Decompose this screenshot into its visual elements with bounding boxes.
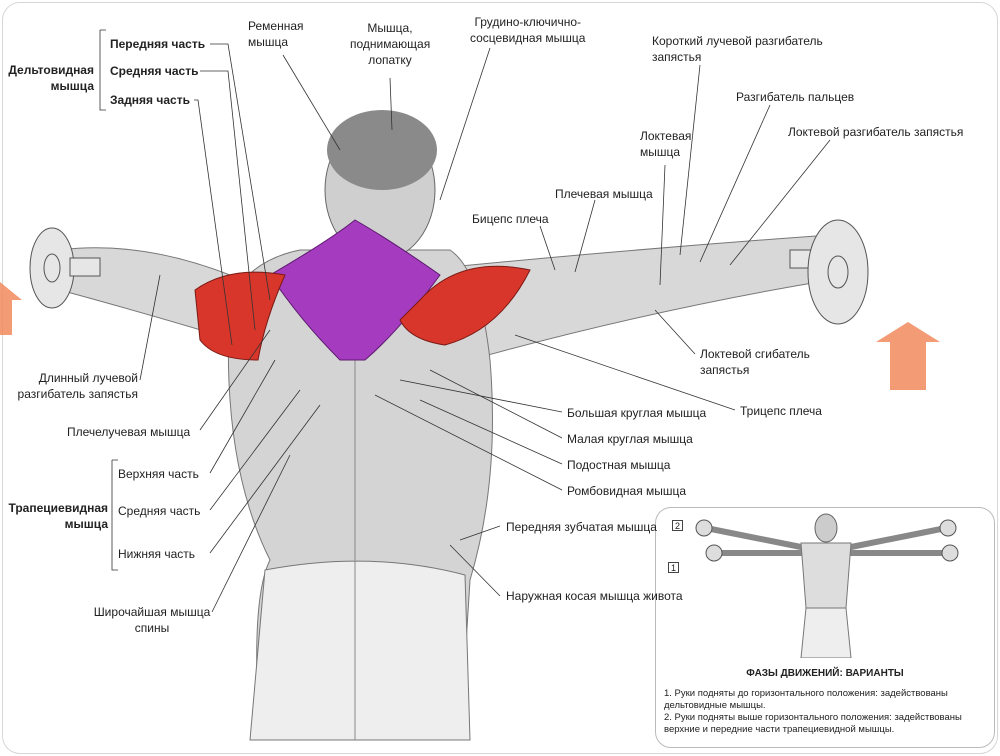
label-deltoid: Дельтовидная мышца <box>8 63 94 93</box>
left-dumbbell <box>29 227 101 309</box>
phase-1-badge: 1 <box>668 562 679 573</box>
label-brachioradialis: Плечелучевая мышца <box>67 425 191 439</box>
movement-phases-inset: 2 1 ФАЗЫ ДВИЖЕНИЙ: ВАРИАНТЫ 1. Руки подн… <box>655 507 995 748</box>
label-infraspinatus: Подостная мышца <box>567 458 671 472</box>
note-1: 1. Руки подняты до горизонтального полож… <box>664 688 948 711</box>
label-trap-middle: Средняя часть <box>118 504 201 518</box>
label-teres-minor: Малая круглая мышца <box>567 432 693 446</box>
label-lats: Широчайшая мышца спины <box>93 605 211 635</box>
label-brachialis: Плечевая мышца <box>555 187 653 201</box>
label-ecrb: Короткий лучевой разгибатель запястья <box>652 34 823 64</box>
label-deltoid-middle: Средняя часть <box>110 64 199 78</box>
phase-2-badge: 2 <box>672 520 683 531</box>
label-levator-scapulae: Мышца, поднимающая лопатку <box>350 21 431 67</box>
label-ecrl: Длинный лучевой разгибатель запястья <box>17 371 138 401</box>
left-deltoid-muscle <box>194 271 286 361</box>
label-deltoid-front: Передняя часть <box>110 37 206 51</box>
label-fcu: Локтевой сгибатель запястья <box>700 347 810 377</box>
label-oblique: Наружная косая мышца живота <box>506 589 683 603</box>
label-extensor-digitorum: Разгибатель пальцев <box>736 90 855 104</box>
label-rhomboid: Ромбовидная мышца <box>567 484 687 498</box>
label-scm: Грудино-ключично- сосцевидная мышца <box>470 15 586 45</box>
left-arrow-icon <box>0 282 22 335</box>
label-biceps: Бицепс плеча <box>472 212 549 226</box>
right-arrow-icon <box>876 322 940 390</box>
label-splenius: Ременная мышца <box>248 19 304 49</box>
note-2: 2. Руки подняты выше горизонтального пол… <box>664 712 962 735</box>
right-dumbbell <box>789 219 869 325</box>
label-trapezius: Трапециевидная мышца <box>8 501 108 531</box>
label-triceps: Трицепс плеча <box>740 404 822 418</box>
label-trap-upper: Верхняя часть <box>118 467 199 481</box>
label-deltoid-rear: Задняя часть <box>110 93 190 107</box>
right-deltoid-muscle <box>399 265 531 346</box>
trapezius-muscle <box>269 219 441 361</box>
shorts <box>249 560 471 741</box>
label-teres-major: Большая круглая мышца <box>567 406 707 420</box>
inset-notes: 1. Руки подняты до горизонтального полож… <box>664 688 989 736</box>
label-trap-lower: Нижняя часть <box>118 547 196 561</box>
inset-title: ФАЗЫ ДВИЖЕНИЙ: ВАРИАНТЫ <box>746 668 904 679</box>
label-ecu: Локтевой разгибатель запястья <box>788 125 964 139</box>
leader-lines <box>99 29 831 613</box>
label-anconeus: Локтевая мышца <box>640 129 692 159</box>
label-serratus: Передняя зубчатая мышца <box>506 520 657 534</box>
inset-figure <box>695 513 959 658</box>
